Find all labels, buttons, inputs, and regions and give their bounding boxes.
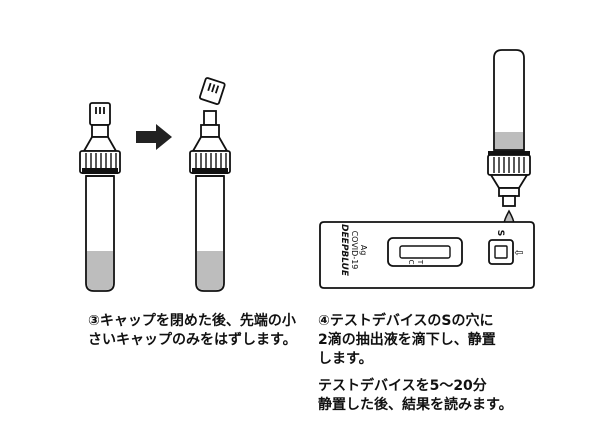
test-device: DEEPBLUE COVID-19 Ag C T S ⇦ (319, 221, 535, 289)
step4-note: テストデバイスを5〜20分 静置した後、結果を読みます。 (318, 378, 513, 413)
device-brand: DEEPBLUE (339, 224, 349, 277)
device-product: COVID-19 (350, 231, 359, 270)
step3-caption: ③キャップを閉めた後、先端の小 さいキャップのみをはずします。 (88, 313, 297, 348)
device-product-sub: Ag (359, 245, 368, 256)
tube-small-cap-removed (189, 77, 231, 292)
control-mark: C (407, 260, 415, 265)
left-arrow-icon: ⇦ (514, 246, 523, 259)
right-arrow-icon (136, 124, 172, 150)
step4-caption: ④テストデバイスのSの穴に 2滴の抽出液を滴下し、静置 します。 (318, 313, 496, 367)
tube-with-small-cap (79, 102, 121, 292)
inverted-tube-dropping (487, 49, 531, 207)
sample-mark: S (495, 230, 505, 236)
test-mark: T (416, 259, 424, 265)
